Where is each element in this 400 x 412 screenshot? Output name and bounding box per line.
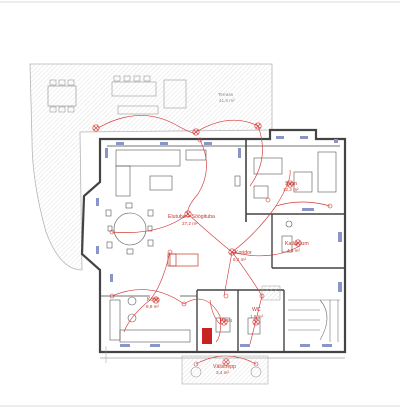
- windows: [96, 136, 342, 347]
- external-steps: [181, 355, 269, 385]
- room-labels: Terrass 41,9 m² Elutuba + Söögituba 27,2…: [146, 92, 309, 375]
- room-name-kook: Köök: [147, 297, 159, 303]
- room-name-wc: WC: [252, 307, 261, 313]
- ceiling-light-icon: [92, 122, 302, 366]
- electrical-wiring: [97, 115, 331, 365]
- room-name-elutuba: Elutuba + Söögituba: [168, 214, 215, 220]
- furniture: [105, 149, 340, 343]
- hearth-icon: [167, 253, 199, 267]
- room-name-valistrepp: Välistrepp: [213, 364, 236, 370]
- stair-hatch: [261, 285, 281, 301]
- room-area-valistrepp: 3,4 m²: [216, 370, 229, 375]
- pesu-floor-fill: [202, 328, 212, 344]
- room-area-saun: 12,2 m²: [283, 187, 299, 192]
- room-name-pesu: Pesu: [220, 318, 232, 324]
- room-name-katlaruum: Katlaruum: [285, 241, 309, 247]
- terrace: [29, 63, 273, 271]
- room-area-katlaruum: 4,5 m²: [287, 248, 300, 253]
- room-name-koridor: Koridor: [235, 250, 252, 256]
- room-area-terrass: 41,9 m²: [219, 98, 235, 103]
- room-area-koridor: 6,2 m²: [233, 257, 246, 262]
- room-name-terrass: Terrass: [218, 92, 234, 97]
- room-area-kook: 9,8 m²: [146, 304, 159, 309]
- room-area-elutuba: 27,2 m²: [182, 221, 198, 226]
- room-name-saun: Saun: [285, 181, 297, 187]
- room-area-wc: 1,6 m²: [250, 314, 263, 319]
